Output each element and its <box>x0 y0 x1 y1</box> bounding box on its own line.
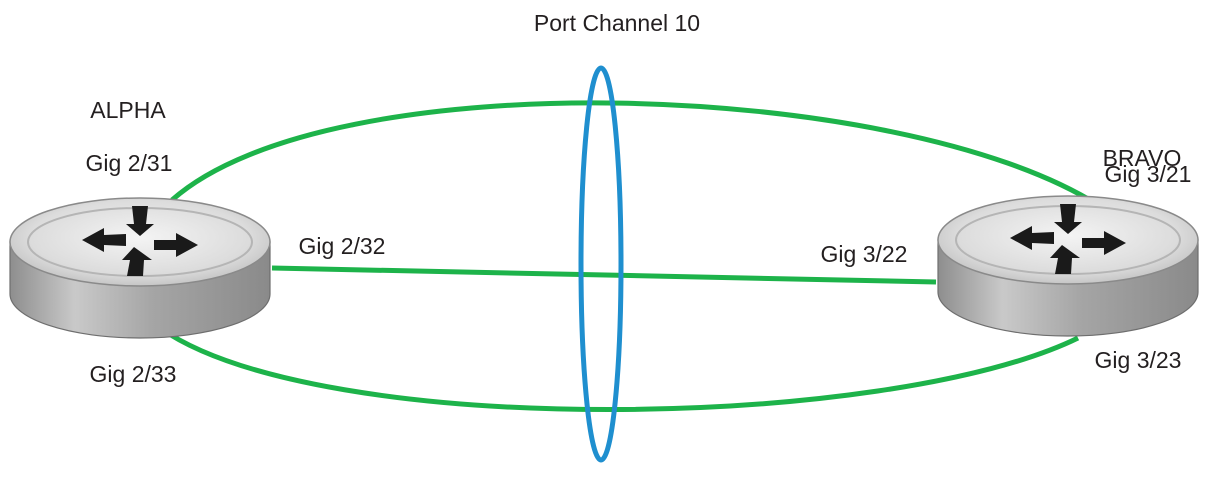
router-icon <box>9 197 271 339</box>
device-name-bravo: BRAVO <box>1103 145 1182 171</box>
port-label-alpha-middle: Gig 2/32 <box>299 233 386 259</box>
port-label-alpha-top: Gig 2/31 <box>86 150 173 176</box>
router-icon <box>937 195 1199 337</box>
port-label-alpha-bottom: Gig 2/33 <box>90 361 177 387</box>
port-label-bravo-bottom: Gig 3/23 <box>1095 347 1182 373</box>
port-channel-ring[interactable] <box>578 65 624 463</box>
port-channel-title: Port Channel 10 <box>534 10 700 36</box>
device-name-alpha: ALPHA <box>90 97 166 123</box>
router-bravo[interactable] <box>937 195 1199 337</box>
port-label-bravo-middle: Gig 3/22 <box>821 241 908 267</box>
link-top[interactable] <box>170 100 1100 208</box>
router-alpha[interactable] <box>9 197 271 339</box>
link-middle[interactable] <box>271 265 937 285</box>
port-label-bravo-top: Gig 3/21 <box>1105 161 1192 187</box>
link-bottom[interactable] <box>158 325 1080 412</box>
